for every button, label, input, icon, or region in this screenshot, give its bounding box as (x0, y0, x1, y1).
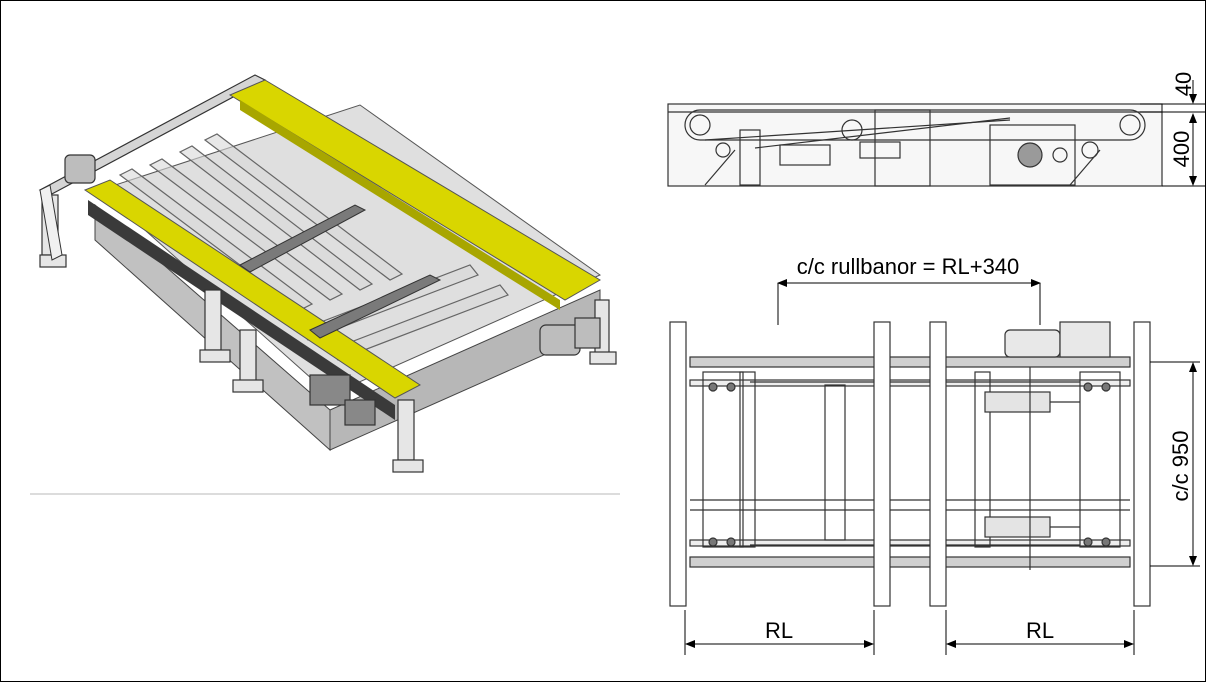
dim-track-spacing: c/c rullbanor = RL+340 (797, 254, 1020, 279)
dim-frame-height: 400 (1169, 131, 1194, 168)
dim-cross-spacing: c/c 950 (1168, 431, 1193, 502)
side-view (667, 103, 1163, 187)
top-view-dimensions (684, 279, 1200, 655)
isometric-view (38, 74, 617, 473)
dim-roller-length-right: RL (1026, 618, 1054, 643)
dim-roller-length-left: RL (765, 618, 793, 643)
dim-top-height: 40 (1171, 72, 1196, 96)
top-view (669, 321, 1151, 607)
side-view-dimensions (1140, 80, 1205, 187)
